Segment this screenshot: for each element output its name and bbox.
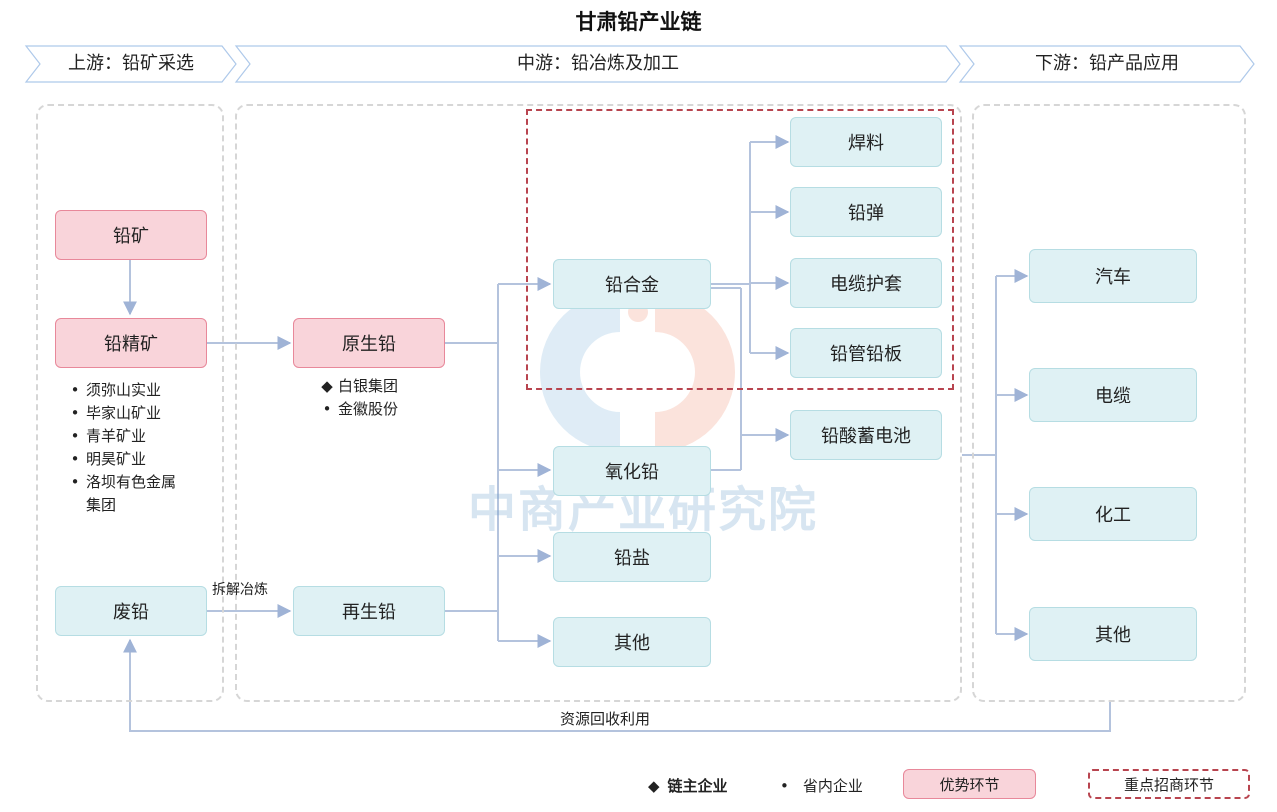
- node-solder[interactable]: 焊料: [790, 117, 942, 167]
- stage-downstream-label: 下游：铅产品应用: [1035, 53, 1179, 74]
- node-battery[interactable]: 铅酸蓄电池: [790, 410, 942, 460]
- node-bullet[interactable]: 铅弹: [790, 187, 942, 237]
- node-mid-other[interactable]: 其他: [553, 617, 711, 667]
- legend-advantage: 优势环节: [903, 769, 1036, 799]
- midstream-company-list: ◆白银集团 •金徽股份: [316, 375, 456, 421]
- dismantle-label: 拆解冶炼: [212, 582, 268, 598]
- page-title: 甘肃铅产业链: [575, 10, 702, 34]
- node-automobile[interactable]: 汽车: [1029, 249, 1197, 303]
- node-secondary-lead[interactable]: 再生铅: [293, 586, 445, 636]
- node-scrap-lead[interactable]: 废铅: [55, 586, 207, 636]
- recycle-label: 资源回收利用: [560, 710, 651, 728]
- node-cable-sheath[interactable]: 电缆护套: [790, 258, 942, 308]
- watermark-logo: [540, 292, 735, 452]
- node-lead-alloy[interactable]: 铅合金: [553, 259, 711, 309]
- node-lead-oxide[interactable]: 氧化铅: [553, 446, 711, 496]
- focus-investment-region: [526, 109, 954, 390]
- upstream-panel: [36, 104, 224, 702]
- midstream-panel: [235, 104, 962, 702]
- company-item: •金徽股份: [322, 400, 399, 418]
- bullet-icon: •: [780, 776, 789, 795]
- stage-upstream-chevron: [24, 45, 237, 83]
- node-lead-ore[interactable]: 铅矿: [55, 210, 207, 260]
- upstream-company-list: •须弥山实业 •毕家山矿业 •青羊矿业 •明昊矿业 •洛坝有色金属集团: [64, 379, 214, 517]
- company-item: •洛坝有色金属集团: [70, 473, 177, 514]
- stage-downstream-chevron: [958, 45, 1255, 83]
- stage-midstream-chevron: [234, 45, 961, 83]
- company-item: •青羊矿业: [70, 427, 147, 445]
- company-item: •须弥山实业: [70, 381, 162, 399]
- stage-midstream-label: 中游：铅冶炼及加工: [517, 53, 679, 74]
- node-cable[interactable]: 电缆: [1029, 368, 1197, 422]
- legend-focus: 重点招商环节: [1088, 769, 1250, 799]
- company-item: •毕家山矿业: [70, 404, 162, 422]
- downstream-panel: [972, 104, 1246, 702]
- stage-upstream-label: 上游：铅矿采选: [68, 53, 194, 74]
- node-pipe-plate[interactable]: 铅管铅板: [790, 328, 942, 378]
- company-item: ◆白银集团: [321, 377, 399, 395]
- company-item: •明昊矿业: [70, 450, 147, 468]
- node-primary-lead[interactable]: 原生铅: [293, 318, 445, 368]
- node-lead-salt[interactable]: 铅盐: [553, 532, 711, 582]
- legend-chain-leader: ◆ 链主企业: [648, 776, 728, 796]
- node-down-other[interactable]: 其他: [1029, 607, 1197, 661]
- diamond-icon: ◆: [648, 776, 660, 795]
- node-chemical[interactable]: 化工: [1029, 487, 1197, 541]
- legend-provincial: • 省内企业: [780, 776, 863, 796]
- node-lead-concentrate[interactable]: 铅精矿: [55, 318, 207, 368]
